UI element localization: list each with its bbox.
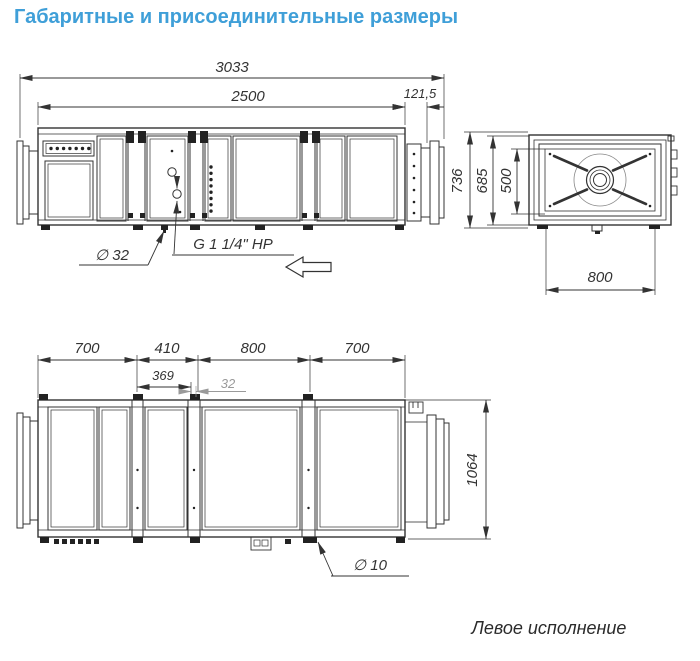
side-feet [41, 225, 404, 233]
drain-leader [147, 230, 165, 266]
side-view [16, 74, 445, 279]
dim-section-2: 410 [154, 340, 180, 357]
end-feet [537, 224, 660, 234]
dim-body-length: 2500 [230, 88, 265, 105]
dim-section-4: 700 [344, 340, 370, 357]
airflow-arrow-icon [284, 255, 332, 279]
label-pipe-thread: G 1 1/4" НР [193, 236, 273, 253]
top-right-duct [404, 414, 450, 529]
end-view [464, 131, 678, 295]
dim-total-length: 3033 [215, 59, 249, 76]
side-dim-lines [19, 74, 445, 111]
door-connections [167, 149, 182, 214]
terminal-dots [209, 165, 213, 213]
top-view [16, 355, 491, 577]
end-side-tabs [667, 135, 678, 196]
side-doors [44, 135, 398, 222]
dim-section-3: 800 [240, 340, 266, 357]
dim-right-offset: 121,5 [404, 86, 437, 101]
cross-brace [552, 154, 648, 206]
side-right-duct [406, 140, 445, 225]
top-drain-detail [250, 536, 272, 551]
top-feet [40, 537, 405, 544]
dim-height-opening: 500 [498, 168, 515, 194]
dim-height-outer: 736 [449, 168, 466, 194]
end-dim-lines [466, 131, 656, 294]
gap-dim-gray [178, 386, 246, 397]
footer-variant-note: Левое исполнение [471, 618, 627, 638]
label-hole-diameter: ∅ 10 [353, 557, 388, 574]
damper-strip [42, 140, 95, 157]
page-title: Габаритные и присоединительные размеры [14, 6, 459, 28]
side-left-duct [16, 140, 39, 225]
dim-section-1: 700 [74, 340, 100, 357]
frame-columns [126, 131, 320, 221]
top-doors [47, 406, 402, 531]
dim-gap: 32 [221, 376, 236, 391]
dim-end-width: 800 [587, 269, 613, 286]
top-left-duct [16, 412, 39, 529]
side-ext-lines [19, 74, 445, 143]
top-tabs [39, 394, 313, 400]
pipe-leader [173, 200, 180, 255]
top-frame-columns [131, 400, 316, 537]
hole-leader [317, 541, 334, 577]
dim-height-casing: 685 [474, 168, 491, 194]
top-corner-detail [408, 401, 424, 414]
top-ext-lines [37, 355, 491, 540]
dim-top-width: 1064 [464, 453, 481, 486]
label-drain-diameter: ∅ 32 [95, 247, 130, 264]
fan-opening [548, 152, 652, 208]
top-dim-lines [37, 356, 490, 540]
dim-drain-position: 369 [152, 368, 174, 383]
